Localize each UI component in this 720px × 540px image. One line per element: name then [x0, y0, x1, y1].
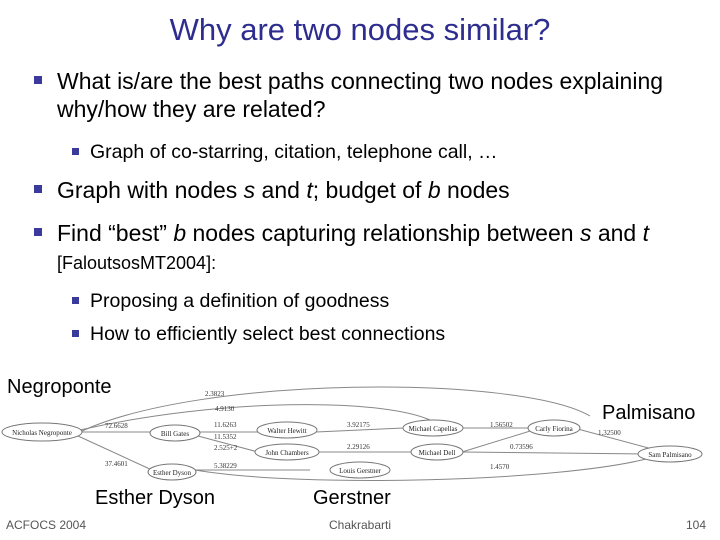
subbullet-graph-types: Graph of co-starring, citation, telephon…	[72, 140, 692, 164]
graph-edge	[573, 427, 657, 451]
graph-node	[256, 421, 318, 439]
node-label: Esther Dyson	[153, 469, 191, 477]
bullet-text: What is/are the best paths connecting tw…	[57, 68, 664, 122]
bullet-square	[34, 185, 42, 193]
label-gerstner: Gerstner	[313, 487, 391, 509]
bullet-find-best: Find “best” b nodes capturing relationsh…	[34, 219, 704, 277]
graph-node	[149, 424, 201, 442]
edge-weight: 2.29126	[347, 443, 370, 451]
bullet-square	[72, 297, 79, 304]
footer-conference: ACFOCS 2004	[6, 518, 87, 532]
edge-weight: 5.38229	[214, 462, 237, 470]
node-label: John Chambers	[265, 449, 309, 457]
label-palmisano: Palmisano	[602, 402, 696, 424]
graph-node	[637, 445, 703, 463]
edge-weight: 1.56502	[490, 421, 513, 429]
graph-node	[527, 419, 581, 437]
graph-node	[254, 443, 320, 461]
footer-author: Chakrabarti	[328, 518, 392, 532]
node-label: Nicholas Negroponte	[12, 429, 72, 437]
node-label: Bill Gates	[161, 430, 189, 438]
edge-weight: 4.9130	[215, 405, 235, 413]
edge-weight: 2.525+2	[214, 444, 238, 452]
edge-weight: 3.92175	[347, 421, 370, 429]
node-label: Louis Gerstner	[339, 467, 381, 475]
edge-weight: 1.32500	[598, 429, 621, 437]
graph-node	[1, 422, 83, 442]
edge-weight: 1.4570	[490, 463, 510, 471]
bullet-square	[34, 76, 42, 84]
footer-page-number: 104	[685, 518, 706, 532]
bullet-text: Proposing a definition of goodness	[90, 290, 390, 312]
node-label: Michael Dell	[419, 449, 456, 457]
graph-edge	[194, 457, 651, 481]
bullet-square	[72, 148, 79, 155]
graph-edge	[79, 404, 431, 431]
edge-weight: 11.5352	[214, 433, 237, 441]
edge-weight: 2.3823	[205, 390, 225, 398]
node-label: Sam Palmisano	[648, 451, 692, 459]
edge-weight: 37.4601	[105, 460, 128, 468]
bullet-square	[34, 228, 42, 236]
subbullet-select: How to efficiently select best connectio…	[72, 322, 692, 346]
citation: [FaloutsosMT2004]:	[57, 253, 217, 273]
graph-node	[147, 463, 197, 481]
edge-weight: 0.73596	[510, 443, 533, 451]
node-label: Michael Capellas	[409, 425, 458, 433]
graph-edge	[197, 435, 259, 453]
label-negroponte: Negroponte	[7, 376, 112, 398]
graph-edge	[79, 386, 591, 433]
subbullet-definition: Proposing a definition of goodness	[72, 289, 692, 313]
edge-weight: 72.6628	[105, 422, 128, 430]
graph-node	[329, 461, 391, 479]
graph-edge	[77, 435, 153, 471]
node-label: Carly Fiorina	[535, 425, 573, 433]
graph-node	[410, 443, 464, 461]
slide-title: Why are two nodes similar?	[169, 12, 551, 47]
bullet-text: Graph with nodes s and t; budget of b no…	[57, 177, 510, 203]
graph-node	[402, 419, 464, 437]
bullet-best-paths: What is/are the best paths connecting tw…	[34, 67, 704, 123]
label-esther-dyson: Esther Dyson	[95, 487, 216, 509]
bullet-text: Find “best” b nodes capturing relationsh…	[57, 220, 649, 273]
graph-edge	[461, 451, 643, 455]
bullet-text: Graph of co-starring, citation, telephon…	[90, 141, 498, 163]
node-label: Walter Hewitt	[267, 427, 306, 435]
bullet-square	[72, 330, 79, 337]
bullet-text: How to efficiently select best connectio…	[90, 323, 446, 345]
bullet-graph-nodes: Graph with nodes s and t; budget of b no…	[34, 176, 704, 204]
graph-edge	[315, 427, 405, 433]
connection-graph: Nicholas Negroponte Bill Gates Esther Dy…	[1, 386, 703, 481]
edge-weight: 11.6263	[214, 421, 237, 429]
graph-edge	[461, 427, 541, 453]
